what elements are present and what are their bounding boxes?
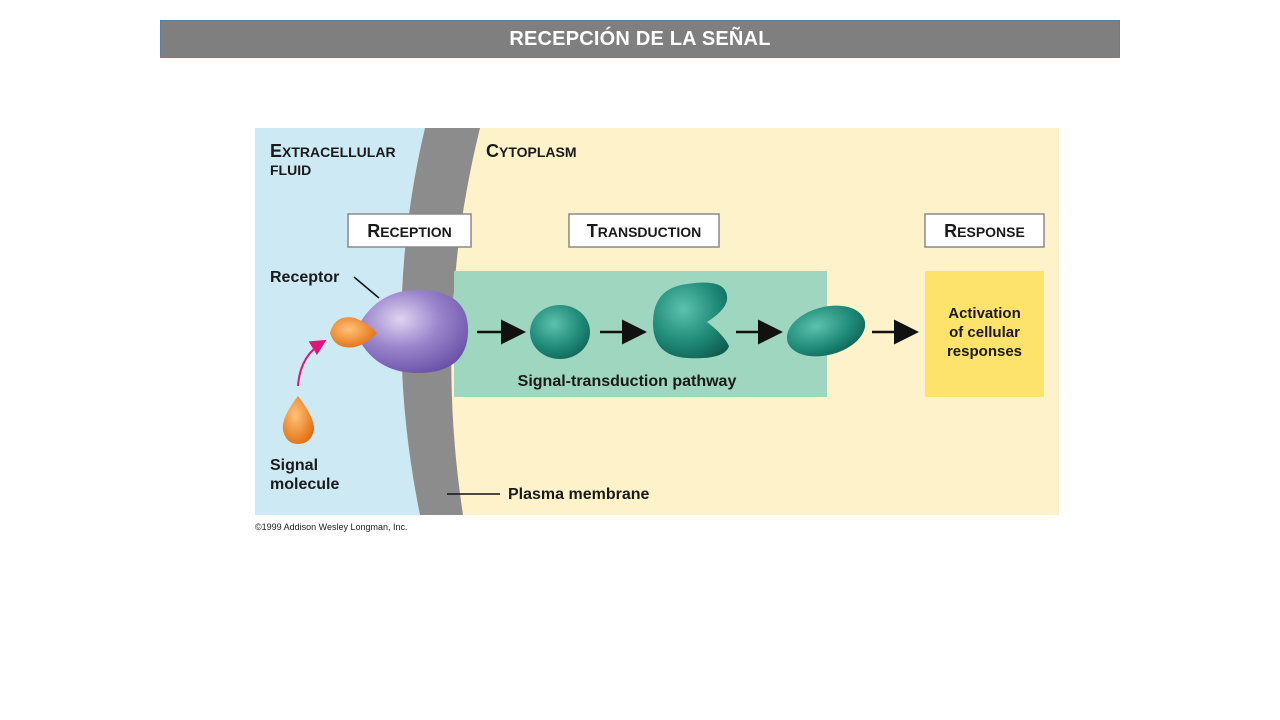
plasma-membrane-label: Plasma membrane xyxy=(508,486,650,503)
response-label-line2: of cellular xyxy=(949,324,1020,341)
svg-text:TRANSDUCTION: TRANSDUCTION xyxy=(587,221,701,241)
receptor-leader-line xyxy=(353,276,380,299)
svg-text:RESPONSE: RESPONSE xyxy=(944,221,1025,241)
stage-transduction: TRANSDUCTION xyxy=(568,213,720,248)
extracellular-label-line2: FLUID xyxy=(270,162,311,178)
slide-title-bar: RECEPCIÓN DE LA SEÑAL xyxy=(160,20,1120,58)
stage-response: RESPONSE xyxy=(924,213,1045,248)
extracellular-label-line1: EXTRACELLULAR xyxy=(270,141,396,161)
signal-molecule-label-line1: Signal xyxy=(270,457,318,474)
response-label-line1: Activation xyxy=(948,305,1021,322)
slide-title: RECEPCIÓN DE LA SEÑAL xyxy=(509,27,771,50)
response-box xyxy=(925,271,1044,397)
response-label-line3: responses xyxy=(947,343,1022,360)
relay-protein-1 xyxy=(530,305,590,359)
receptor-label: Receptor xyxy=(270,269,339,286)
copyright-notice: ©1999 Addison Wesley Longman, Inc. xyxy=(255,522,408,532)
bound-signal-molecule xyxy=(330,317,377,348)
receptor-protein xyxy=(355,290,469,374)
figure-svg: EXTRACELLULAR FLUID CYTOPLASM RECEPTION … xyxy=(255,128,1059,515)
svg-text:RECEPTION: RECEPTION xyxy=(367,221,452,241)
cytoplasm-label: CYTOPLASM xyxy=(486,141,577,161)
stage-reception: RECEPTION xyxy=(347,213,472,248)
relay-protein-2 xyxy=(653,282,729,359)
signal-transduction-figure: EXTRACELLULAR FLUID CYTOPLASM RECEPTION … xyxy=(255,128,1059,515)
pathway-label: Signal-transduction pathway xyxy=(518,373,737,390)
signal-molecule-label-line2: molecule xyxy=(270,476,339,493)
relay-protein-3 xyxy=(786,305,866,357)
binding-arrow xyxy=(297,339,327,387)
signal-molecule xyxy=(282,396,315,444)
